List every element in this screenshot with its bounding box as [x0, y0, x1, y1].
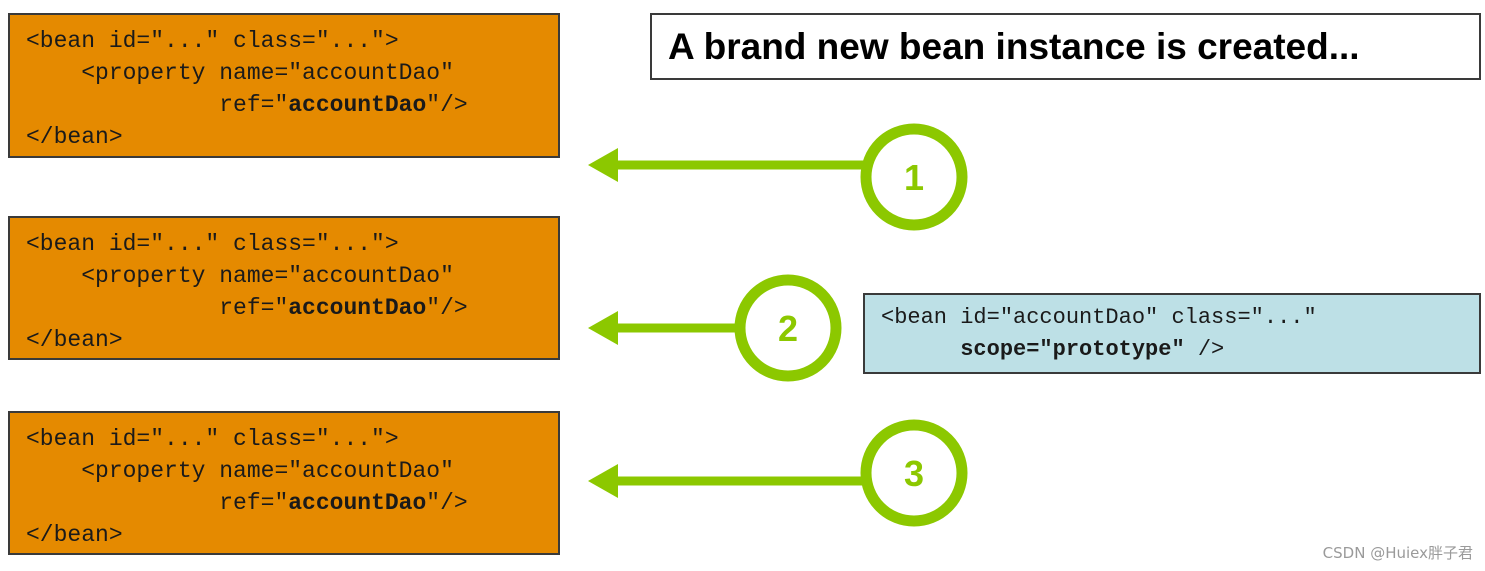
- bean-3-line-1: <bean id="..." class="...">: [26, 426, 399, 452]
- scope-indent: [881, 337, 960, 362]
- bean-2-line-3: ref="accountDao"/>: [26, 292, 558, 324]
- bean-2-line-2: <property name="accountDao": [26, 263, 454, 289]
- arrow-2-head: [588, 311, 618, 345]
- bean-definition-box-2: <bean id="..." class="..."> <property na…: [8, 216, 560, 360]
- scope-line-1: <bean id="accountDao" class="...": [881, 305, 1317, 330]
- scope-suffix: />: [1184, 337, 1225, 362]
- bean-definition-box-3: <bean id="..." class="..."> <property na…: [8, 411, 560, 555]
- scope-line-2: scope="prototype" />: [881, 334, 1479, 366]
- bean-3-ref-value: accountDao: [288, 490, 427, 516]
- bean-2-ref-suffix: "/>: [426, 295, 468, 321]
- bean-2-line-4: </bean>: [26, 327, 123, 353]
- circle-1: [860, 123, 968, 231]
- circle-1-label: 1: [904, 157, 924, 198]
- arrow-3-head: [588, 464, 618, 498]
- bean-3-ref-prefix: ref=": [26, 490, 289, 516]
- bean-3-line-2: <property name="accountDao": [26, 458, 454, 484]
- circle-2-label: 2: [778, 308, 798, 349]
- arrow-1: 1: [588, 123, 968, 231]
- bean-1-line-4: </bean>: [26, 124, 123, 150]
- circle-2: [734, 274, 842, 382]
- arrow-2: 2: [588, 274, 842, 382]
- arrow-1-head: [588, 148, 618, 182]
- circle-3: [860, 419, 968, 527]
- bean-1-ref-prefix: ref=": [26, 92, 289, 118]
- circle-3-label: 3: [904, 453, 924, 494]
- bean-1-line-2: <property name="accountDao": [26, 60, 454, 86]
- title-text: A brand new bean instance is created...: [668, 26, 1360, 67]
- bean-1-line-3: ref="accountDao"/>: [26, 89, 558, 121]
- watermark: CSDN @Huiex胖子君: [1322, 544, 1473, 562]
- bean-3-ref-suffix: "/>: [426, 490, 468, 516]
- arrow-3: 3: [588, 419, 968, 527]
- bean-2-ref-value: accountDao: [288, 295, 427, 321]
- title-box: A brand new bean instance is created...: [650, 13, 1481, 80]
- bean-3-line-4: </bean>: [26, 522, 123, 548]
- prototype-scope-box: <bean id="accountDao" class="..." scope=…: [863, 293, 1481, 374]
- bean-1-ref-value: accountDao: [288, 92, 427, 118]
- bean-definition-box-1: <bean id="..." class="..."> <property na…: [8, 13, 560, 158]
- bean-1-line-1: <bean id="..." class="...">: [26, 28, 399, 54]
- bean-1-ref-suffix: "/>: [426, 92, 468, 118]
- bean-2-ref-prefix: ref=": [26, 295, 289, 321]
- bean-3-line-3: ref="accountDao"/>: [26, 487, 558, 519]
- bean-2-line-1: <bean id="..." class="...">: [26, 231, 399, 257]
- scope-attribute: scope="prototype": [960, 337, 1185, 362]
